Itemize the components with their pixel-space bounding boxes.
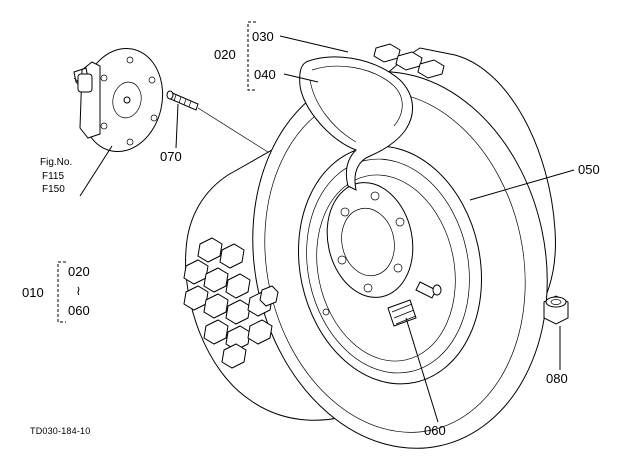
tread-lugs: [183, 237, 279, 369]
callout-060-range-end: 060: [68, 303, 90, 318]
callout-080: 080: [546, 371, 568, 386]
fig-ref-f115: F115: [42, 171, 65, 182]
fig-ref-f150: F150: [42, 184, 65, 195]
wheel-hub: [73, 47, 164, 153]
fig-no-label: Fig.No.: [40, 157, 73, 168]
callout-040: 040: [254, 67, 276, 82]
callout-010: 010: [22, 285, 44, 300]
callout-050: 050: [578, 162, 600, 177]
callout-030: 030: [252, 29, 274, 44]
callout-060: 060: [424, 423, 446, 438]
inner-tube: [299, 56, 413, 191]
drawing-id: TD030-184-10: [30, 426, 91, 436]
shoulder-lugs: [373, 43, 445, 79]
callout-020-range-start: 020: [68, 264, 90, 279]
callout-020-group: 020: [214, 47, 236, 62]
group-brackets: [57, 21, 256, 323]
leader-lines: [79, 35, 575, 423]
range-symbol: ≀: [76, 283, 81, 298]
callout-070: 070: [160, 149, 182, 164]
wheel-nut: [543, 295, 569, 325]
wheel-stud: [166, 90, 199, 111]
